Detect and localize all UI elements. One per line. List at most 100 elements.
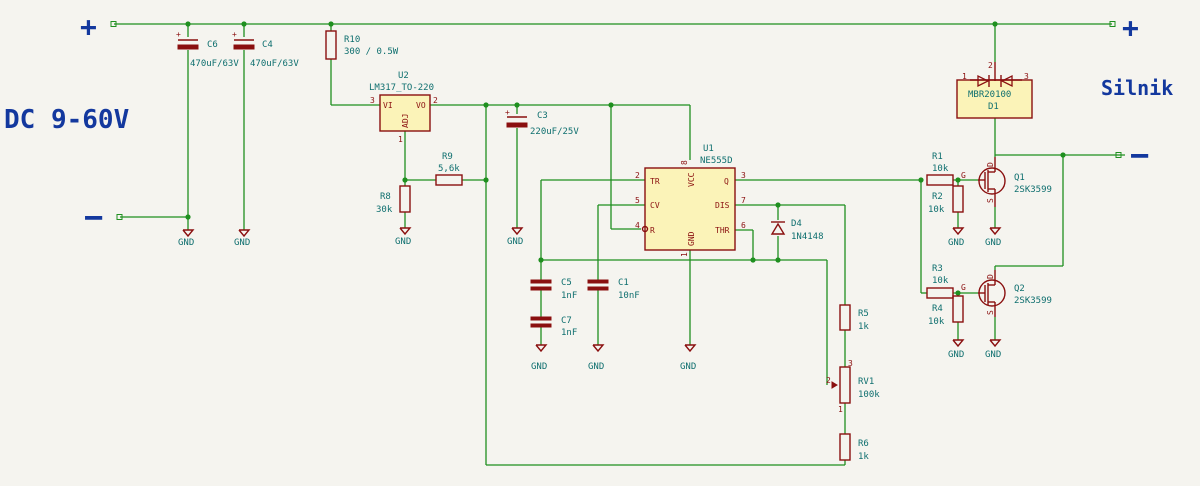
d1-num-3: 3 bbox=[1024, 72, 1029, 81]
c6-ref: C6 bbox=[207, 40, 218, 50]
u2-num-2: 2 bbox=[433, 96, 438, 105]
gnd-symbol-c1: GND bbox=[588, 344, 605, 372]
gnd-symbol-r4: GND bbox=[948, 339, 965, 360]
d1-value: MBR20100 bbox=[968, 90, 1011, 100]
r2-value: 10k bbox=[928, 205, 945, 215]
gnd-label: GND bbox=[588, 362, 604, 372]
u1-pin-tr: TR bbox=[650, 177, 660, 186]
u2-pin-vi: VI bbox=[383, 101, 393, 110]
u1-num-3: 3 bbox=[741, 171, 746, 180]
u1-num-4: 4 bbox=[635, 221, 640, 230]
capacitor-c1: C1 10nF bbox=[587, 278, 640, 301]
rv1-value: 100k bbox=[858, 390, 880, 400]
load-label: Silnik bbox=[1101, 76, 1173, 100]
u1-num-8: 8 bbox=[680, 160, 689, 165]
q1-pin-s: S bbox=[986, 198, 995, 203]
r9-ref: R9 bbox=[442, 152, 453, 162]
gnd-symbol-c7: GND bbox=[531, 344, 548, 372]
u1-num-2: 2 bbox=[635, 171, 640, 180]
q2-pin-s: S bbox=[986, 310, 995, 315]
u1-pin-r: R bbox=[650, 226, 655, 235]
r6-ref: R6 bbox=[858, 439, 869, 449]
minus-left-label: − bbox=[84, 198, 103, 236]
gnd-label: GND bbox=[985, 238, 1001, 248]
u1-pin-thr: THR bbox=[715, 226, 730, 235]
gnd-label: GND bbox=[948, 350, 964, 360]
resistor-r10: R10 300 / 0.5W bbox=[325, 30, 399, 60]
u2-pin-vo: VO bbox=[416, 101, 426, 110]
c3-ref: C3 bbox=[537, 111, 548, 121]
terminals bbox=[110, 21, 1122, 220]
gnd-label: GND bbox=[234, 238, 250, 248]
c5-value: 1nF bbox=[561, 291, 577, 301]
resistor-r8: R8 30k bbox=[376, 185, 411, 215]
junctions bbox=[185, 21, 1066, 296]
u2-pin-adj: ADJ bbox=[401, 114, 410, 128]
r8-ref: R8 bbox=[380, 192, 391, 202]
q1-pin-d: D bbox=[986, 162, 995, 167]
timer-u1: U1 NE555D TR CV R VCC GND Q DIS THR 2 5 … bbox=[635, 144, 746, 257]
q2-ref: Q2 bbox=[1014, 284, 1025, 294]
r1-value: 10k bbox=[932, 164, 949, 174]
svg-text:+: + bbox=[505, 108, 510, 117]
gnd-symbol-c6: GND bbox=[178, 229, 195, 248]
q1-pin-g: G bbox=[961, 171, 966, 180]
capacitor-c6: + C6 470uF/63V bbox=[176, 30, 239, 69]
q2-pin-g: G bbox=[961, 283, 966, 292]
gnd-symbol-q2: GND bbox=[985, 339, 1002, 360]
u1-value: NE555D bbox=[700, 156, 733, 166]
r8-value: 30k bbox=[376, 205, 393, 215]
r9-value: 5,6k bbox=[438, 164, 460, 174]
u1-num-6: 6 bbox=[741, 221, 746, 230]
r10-ref: R10 bbox=[344, 35, 360, 45]
resistor-r3: R3 10k bbox=[926, 264, 954, 299]
resistor-r2: R2 10k bbox=[928, 185, 964, 215]
gnd-label: GND bbox=[507, 237, 523, 247]
capacitor-c4: + C4 470uF/63V bbox=[232, 30, 299, 69]
u2-num-1: 1 bbox=[398, 135, 403, 144]
c6-value: 470uF/63V bbox=[190, 59, 239, 69]
d1-ref: D1 bbox=[988, 102, 999, 112]
gnd-symbol-u1: GND bbox=[680, 344, 697, 372]
r6-value: 1k bbox=[858, 452, 869, 462]
q1-value: 2SK3599 bbox=[1014, 185, 1052, 195]
diode-d1: 1 2 3 MBR20100 D1 bbox=[956, 61, 1033, 119]
dc-range-label: DC 9-60V bbox=[4, 105, 129, 135]
q2-pin-d: D bbox=[986, 274, 995, 279]
u1-pin-gnd: GND bbox=[687, 231, 696, 246]
r10-value: 300 / 0.5W bbox=[344, 47, 399, 57]
resistor-r6: R6 1k bbox=[839, 433, 869, 462]
resistor-r4: R4 10k bbox=[928, 295, 964, 327]
r3-value: 10k bbox=[932, 276, 949, 286]
gnd-symbol-q1: GND bbox=[985, 227, 1002, 248]
gnd-symbol-r2: GND bbox=[948, 227, 965, 248]
c4-ref: C4 bbox=[262, 40, 273, 50]
r4-value: 10k bbox=[928, 317, 945, 327]
c7-value: 1nF bbox=[561, 328, 577, 338]
capacitor-c7: C7 1nF bbox=[530, 316, 577, 338]
u1-num-5: 5 bbox=[635, 196, 640, 205]
d1-num-2: 2 bbox=[988, 61, 993, 70]
rv1-num-2: 2 bbox=[826, 376, 831, 385]
u1-ref: U1 bbox=[703, 144, 714, 154]
u1-pin-q: Q bbox=[724, 177, 729, 186]
rv1-num-3: 3 bbox=[848, 359, 853, 368]
gnd-label: GND bbox=[948, 238, 964, 248]
rv1-num-1: 1 bbox=[838, 405, 843, 414]
resistor-r9: R9 5,6k bbox=[435, 152, 463, 186]
u2-value: LM317_TO-220 bbox=[369, 83, 434, 93]
resistor-r1: R1 10k bbox=[926, 152, 954, 186]
gnd-symbol-c4: GND bbox=[234, 229, 251, 248]
r1-ref: R1 bbox=[932, 152, 943, 162]
u2-num-3: 3 bbox=[370, 96, 375, 105]
svg-text:+: + bbox=[176, 30, 181, 39]
u1-pin-vcc: VCC bbox=[687, 172, 696, 187]
q2-value: 2SK3599 bbox=[1014, 296, 1052, 306]
gnd-symbol-c3: GND bbox=[507, 227, 524, 247]
gnd-symbol-r8: GND bbox=[395, 227, 412, 247]
r3-ref: R3 bbox=[932, 264, 943, 274]
plus-right-label: + bbox=[1122, 11, 1139, 44]
mosfet-q1: G D S Q1 2SK3599 bbox=[961, 157, 1052, 207]
gnd-label: GND bbox=[178, 238, 194, 248]
